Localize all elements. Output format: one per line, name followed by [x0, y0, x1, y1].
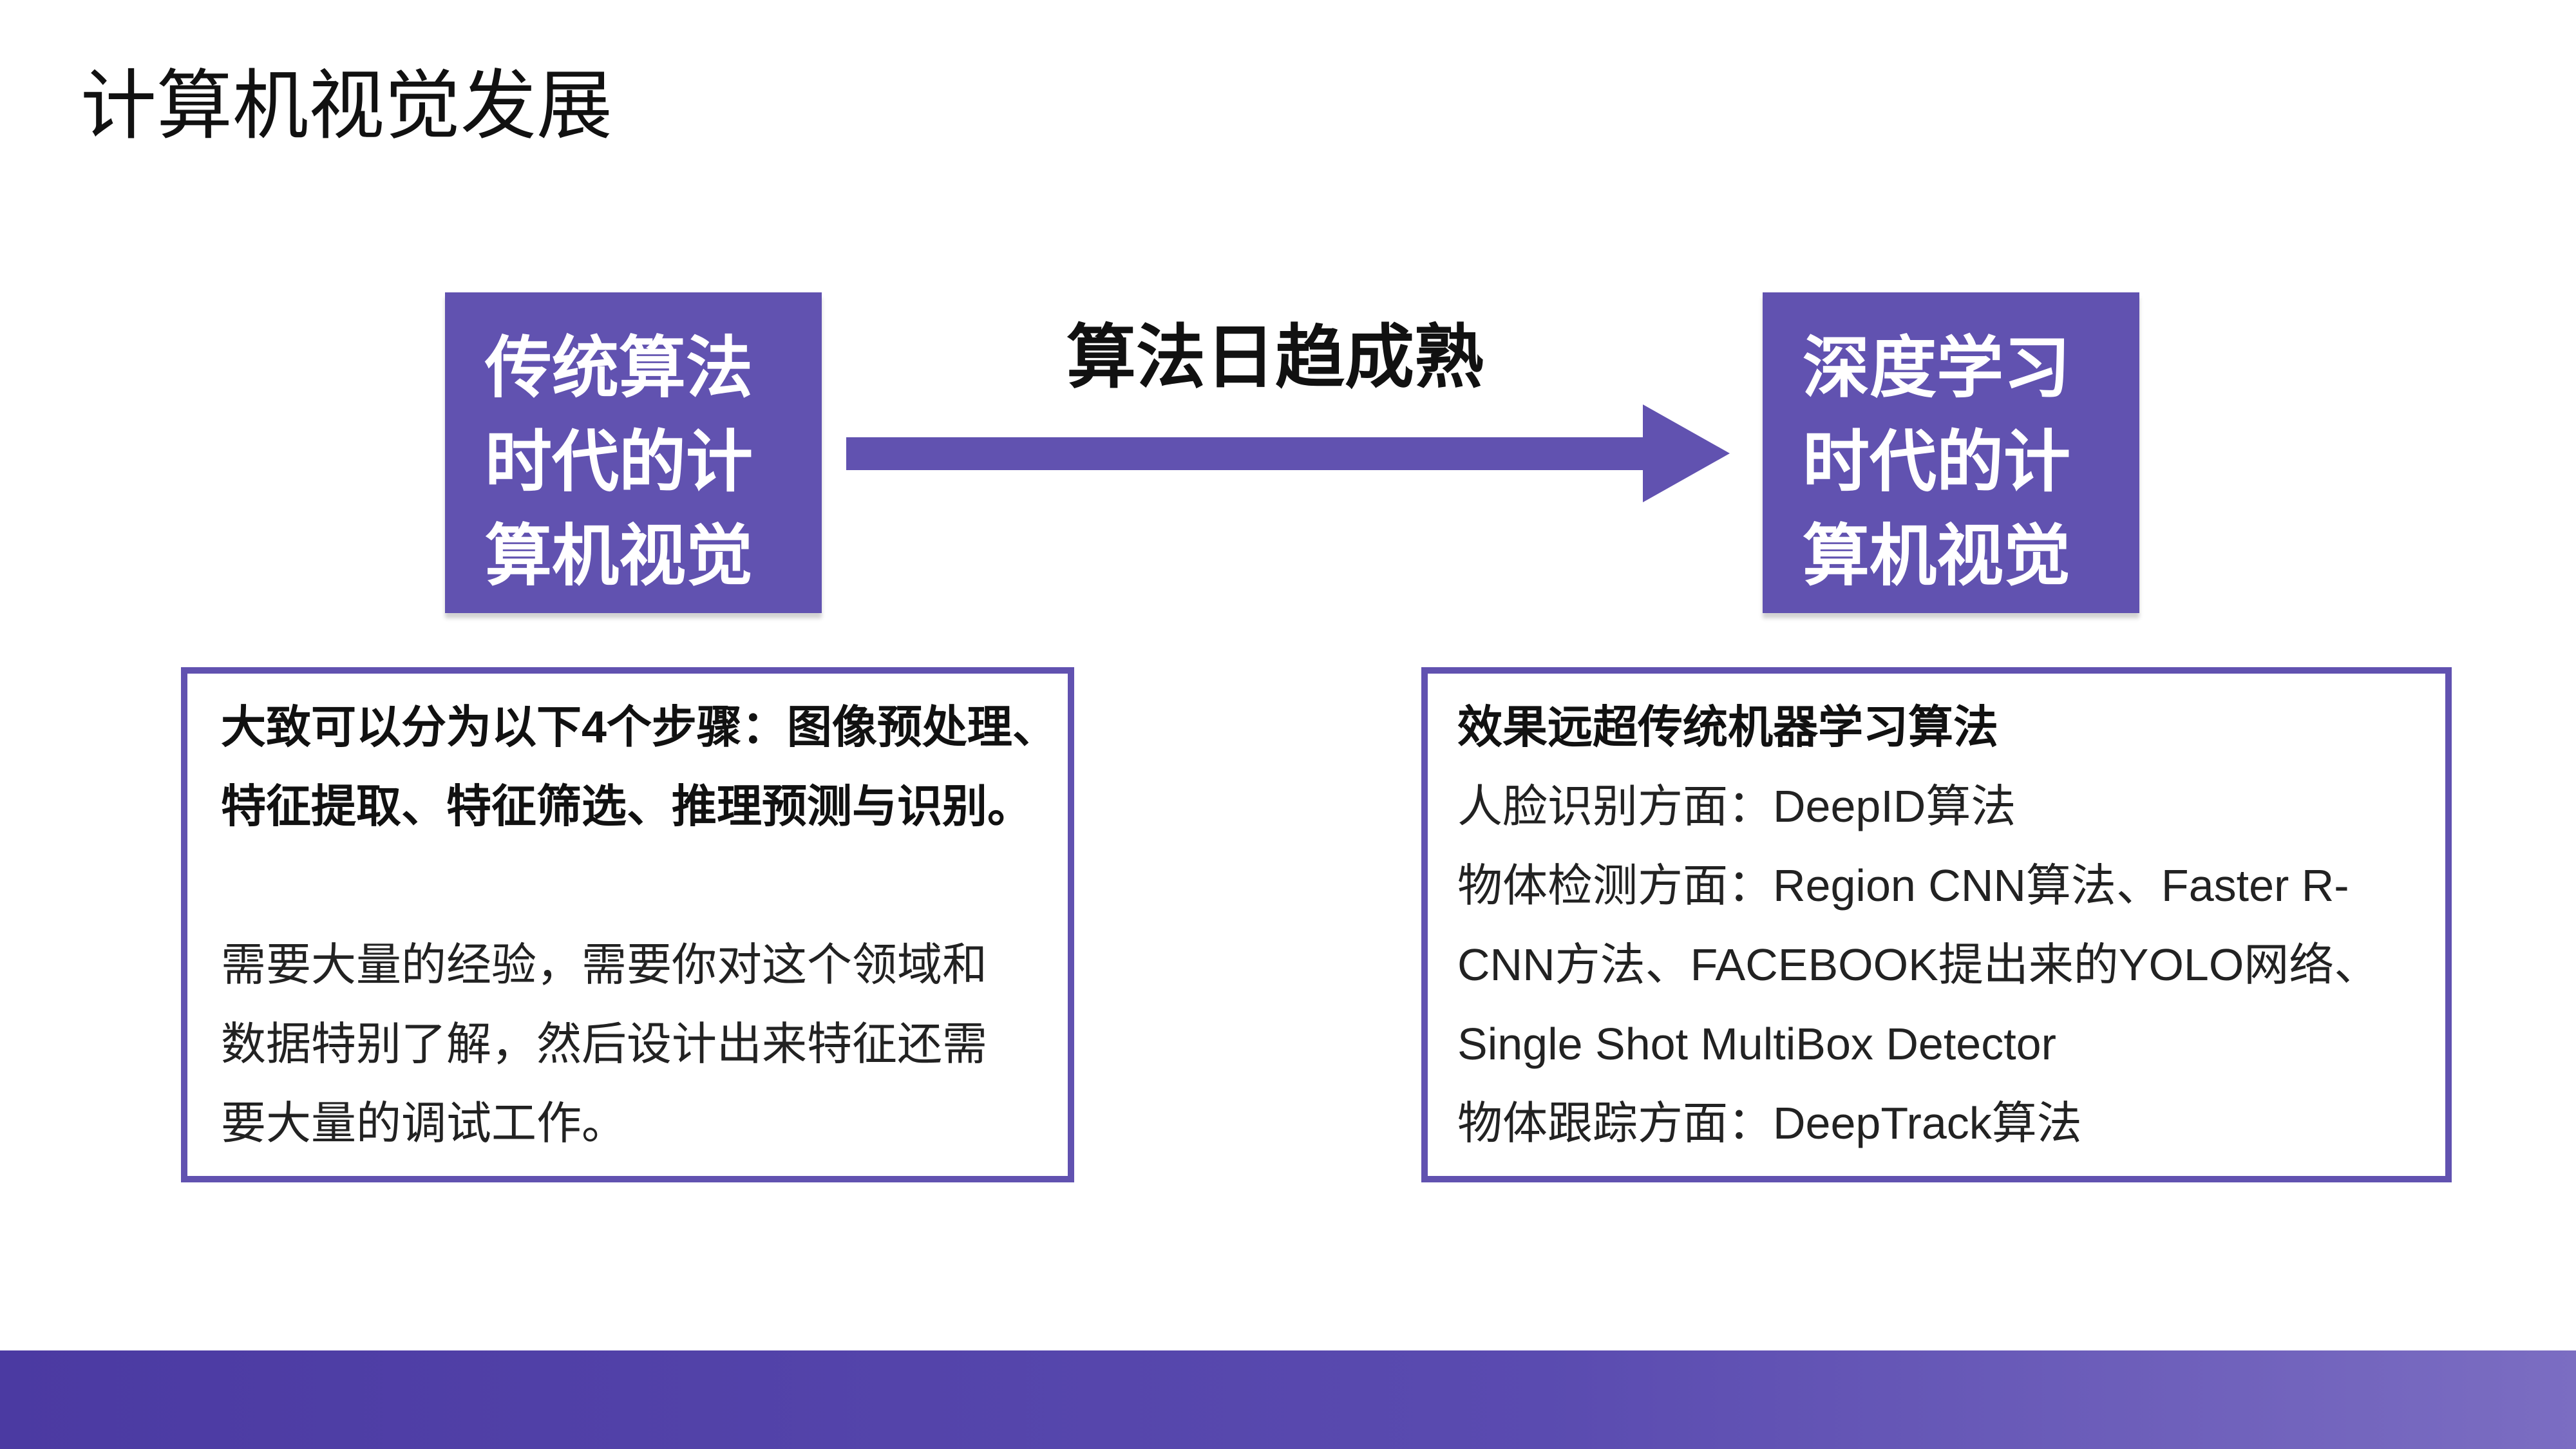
right-arrow-icon — [846, 404, 1730, 502]
box-line: 时代的计 — [485, 425, 753, 500]
text-line: 物体跟踪方面：DeepTrack算法 — [1457, 1098, 2082, 1148]
box-line: 算机视觉 — [485, 519, 753, 594]
box-line: 传统算法 — [485, 331, 753, 406]
box-line: 时代的计 — [1803, 425, 2071, 500]
deep-learning-description-box: 效果远超传统机器学习算法 人脸识别方面：DeepID算法 物体检测方面：Regi… — [1421, 667, 2452, 1182]
traditional-era-box: 传统算法 时代的计 算机视觉 — [445, 292, 822, 613]
text-line: 特征提取、特征筛选、推理预测与识别。 — [221, 781, 1032, 831]
footer-bar — [0, 1350, 2576, 1449]
text-line: 需要大量的经验，需要你对这个领域和 — [221, 940, 987, 990]
text-line: 效果远超传统机器学习算法 — [1457, 702, 1998, 752]
text-line: 人脸识别方面：DeepID算法 — [1457, 781, 2016, 831]
arrow-label: 算法日趋成熟 — [1066, 318, 1484, 396]
page-title: 计算机视觉发展 — [80, 64, 613, 149]
text-line: Single Shot MultiBox Detector — [1457, 1019, 2056, 1069]
text-line: 数据特别了解，然后设计出来特征还需 — [221, 1019, 987, 1069]
deep-learning-era-box: 深度学习 时代的计 算机视觉 — [1763, 292, 2139, 613]
text-line: 物体检测方面：Region CNN算法、Faster R- — [1457, 860, 2349, 911]
box-line: 算机视觉 — [1803, 519, 2071, 594]
box-line: 深度学习 — [1803, 331, 2071, 406]
text-line: 要大量的调试工作。 — [221, 1098, 627, 1148]
traditional-description-box: 大致可以分为以下4个步骤：图像预处理、 特征提取、特征筛选、推理预测与识别。 需… — [181, 667, 1074, 1182]
text-line: 大致可以分为以下4个步骤：图像预处理、 — [221, 702, 1057, 752]
text-line: CNN方法、FACEBOOK提出来的YOLO网络、 — [1457, 940, 2380, 990]
